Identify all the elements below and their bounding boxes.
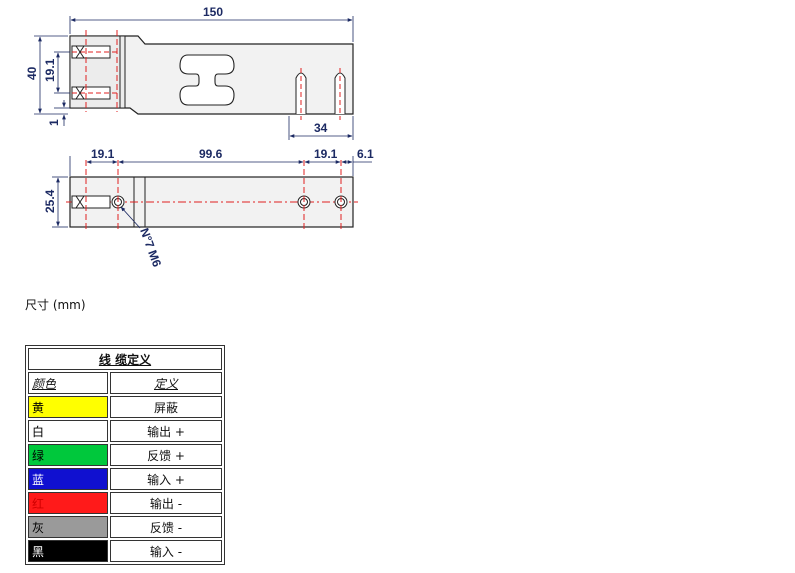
wire-color-cell: 蓝 (28, 468, 108, 490)
cable-rows: 黄屏蔽白输出 +绿反馈 +蓝输入 +红输出 -灰反馈 -黑输入 - (28, 396, 222, 562)
wire-color-cell: 黄 (28, 396, 108, 418)
table-row: 红输出 - (28, 492, 222, 514)
dim-side-d: 6.1 (357, 147, 374, 161)
right-threaded-holes (295, 68, 346, 120)
wire-definition-cell: 输入 + (110, 468, 222, 490)
dim-height: 40 (25, 66, 39, 80)
load-cell-drawing: 150 40 19.1 1 34 (25, 5, 374, 269)
wire-definition-cell: 输出 + (110, 420, 222, 442)
left-threaded-holes (71, 45, 118, 100)
wire-color-cell: 黑 (28, 540, 108, 562)
dim-side-c: 19.1 (314, 147, 338, 161)
binocular-cutout (179, 54, 235, 106)
wire-color-cell: 红 (28, 492, 108, 514)
dim-side-width: 25.4 (43, 189, 57, 213)
table-row: 绿反馈 + (28, 444, 222, 466)
top-view: 150 40 19.1 1 34 (25, 5, 354, 140)
header-definition: 定义 (110, 372, 222, 394)
dim-side-b: 99.6 (199, 147, 223, 161)
dim-hole-spacing: 19.1 (43, 58, 57, 82)
dim-side-a: 19.1 (91, 147, 115, 161)
wire-definition-cell: 屏蔽 (110, 396, 222, 418)
wire-color-cell: 绿 (28, 444, 108, 466)
table-row: 黑输入 - (28, 540, 222, 562)
wire-color-cell: 白 (28, 420, 108, 442)
table-row: 白输出 + (28, 420, 222, 442)
side-view: 19.1 99.6 19.1 6.1 25.4 N°7 M6 (43, 147, 374, 269)
table-row: 蓝输入 + (28, 468, 222, 490)
header-color: 颜色 (28, 372, 108, 394)
units-label: 尺寸 (mm) (25, 298, 86, 312)
thread-callout: N°7 M6 (137, 226, 164, 269)
table-title: 线 缆定义 (28, 348, 222, 370)
cable-definition-table: 线 缆定义 颜色 定义 黄屏蔽白输出 +绿反馈 +蓝输入 +红输出 -灰反馈 -… (25, 345, 225, 565)
wire-definition-cell: 反馈 - (110, 516, 222, 538)
wire-definition-cell: 输出 - (110, 492, 222, 514)
dim-offset: 1 (47, 119, 61, 126)
wire-definition-cell: 反馈 + (110, 444, 222, 466)
dim-length: 150 (203, 5, 223, 19)
table-row: 灰反馈 - (28, 516, 222, 538)
dim-right-holes: 34 (314, 121, 328, 135)
table-row: 黄屏蔽 (28, 396, 222, 418)
wire-definition-cell: 输入 - (110, 540, 222, 562)
wire-color-cell: 灰 (28, 516, 108, 538)
